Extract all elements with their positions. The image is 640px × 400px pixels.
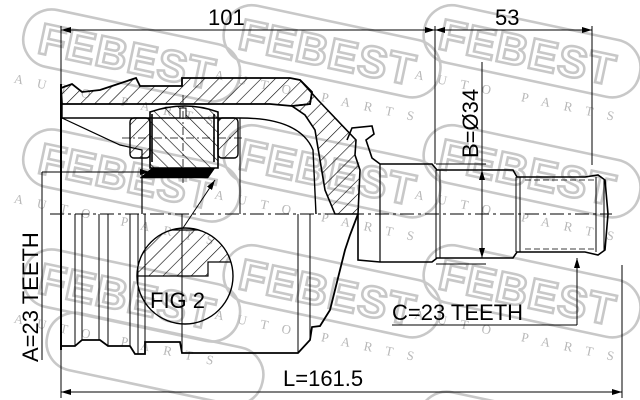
tripod-roller <box>122 95 242 185</box>
svg-text:53: 53 <box>495 5 519 30</box>
watermark-3: FEBEST AUTO PARTS <box>413 3 640 127</box>
dimension-housing-teeth: A=23 TEETH <box>18 169 150 362</box>
dimension-diameter: B=Ø34 <box>436 62 486 265</box>
svg-text:L=161.5: L=161.5 <box>283 366 363 391</box>
shaft <box>346 125 609 263</box>
watermark-2: FEBEST AUTO PARTS <box>213 3 442 127</box>
dimension-shaft-teeth: C=23 TEETH <box>392 258 580 326</box>
dimension-101: 101 <box>60 5 435 84</box>
fig2-detail: FIG 2 <box>136 179 234 325</box>
svg-text:C=23 TEETH: C=23 TEETH <box>392 300 523 325</box>
dimension-53: 53 <box>434 5 593 165</box>
svg-text:101: 101 <box>208 5 245 30</box>
dimension-total-length: L=161.5 <box>60 265 623 398</box>
svg-text:B=Ø34: B=Ø34 <box>458 89 483 158</box>
watermark-10 <box>45 311 637 400</box>
watermark-layer: FEBEST AUTO PARTS FEBEST AUTO PARTS FEBE… <box>13 3 640 400</box>
fig2-label: FIG 2 <box>150 288 205 313</box>
svg-text:A=23 TEETH: A=23 TEETH <box>18 232 43 362</box>
